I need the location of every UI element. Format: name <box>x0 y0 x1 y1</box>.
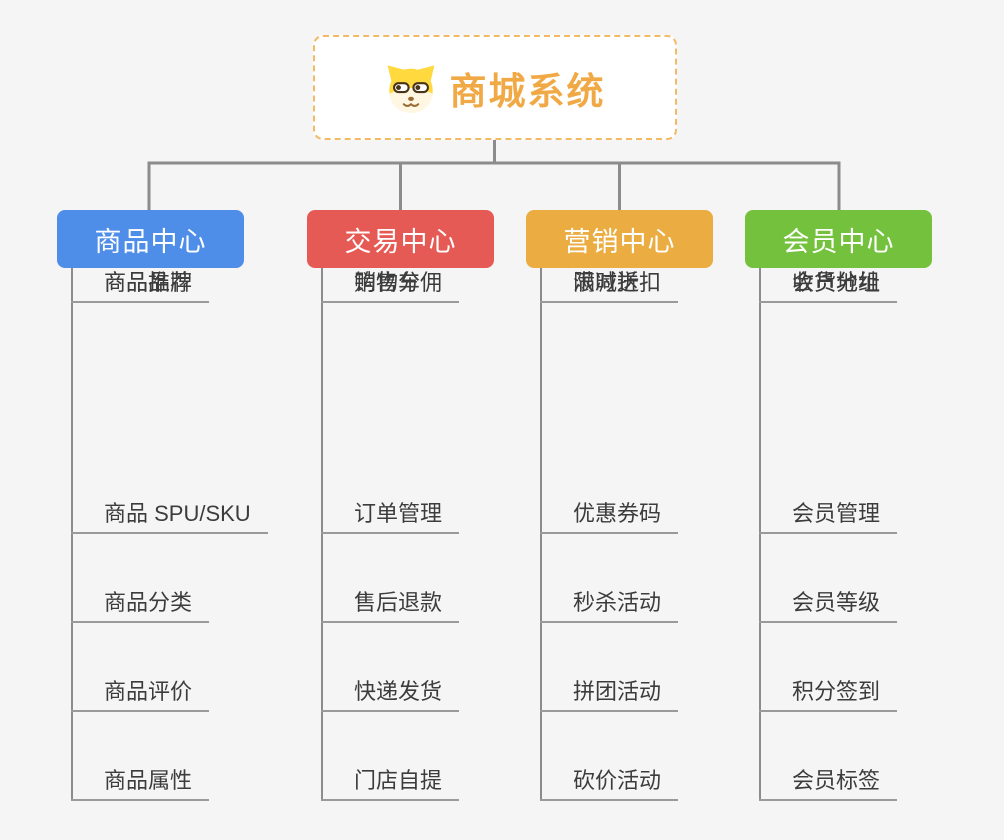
child-item[interactable]: 积分签到 <box>759 677 898 712</box>
child-item[interactable]: 砍价活动 <box>540 766 679 801</box>
child-item[interactable]: 销售分佣 <box>321 268 460 303</box>
branch-line <box>321 268 323 800</box>
child-item[interactable]: 会员管理 <box>759 499 898 534</box>
child-item[interactable]: 优惠券码 <box>540 499 679 534</box>
child-item[interactable]: 快递发货 <box>321 677 460 712</box>
branch-line <box>71 268 73 800</box>
branch-line <box>540 268 542 800</box>
child-item[interactable]: 商品评价 <box>71 677 210 712</box>
child-item[interactable]: 会员等级 <box>759 588 898 623</box>
root-node[interactable]: 商城系统 <box>313 35 677 140</box>
child-item[interactable]: 商品 SPU/SKU <box>71 499 268 534</box>
child-item[interactable]: 拼团活动 <box>540 677 679 712</box>
branch-header-product[interactable]: 商品中心 <box>57 210 244 268</box>
branch-header-marketing[interactable]: 营销中心 <box>526 210 713 268</box>
child-item[interactable]: 满减送 <box>540 268 657 303</box>
child-item[interactable]: 会员标签 <box>759 766 898 801</box>
child-item[interactable]: 商品品牌 <box>71 268 210 303</box>
child-item[interactable]: 订单管理 <box>321 499 460 534</box>
branch-line <box>759 268 761 800</box>
child-item[interactable]: 售后退款 <box>321 588 460 623</box>
child-item[interactable]: 收货地址 <box>759 268 898 303</box>
branch-member-center: 会员中心 会员管理 会员等级 积分签到 会员标签 会员分组 收货地址 <box>745 210 932 810</box>
branch-header-trade[interactable]: 交易中心 <box>307 210 494 268</box>
child-item[interactable]: 限时折扣 <box>540 268 679 303</box>
branch-product-center: 商品中心 商品 SPU/SKU 商品分类 商品评价 商品属性 商品推荐 商品品牌 <box>57 210 268 810</box>
branch-marketing-center: 营销中心 优惠券码 秒杀活动 拼团活动 砍价活动 限时折扣 满减送 <box>526 210 713 810</box>
child-item[interactable]: 商品属性 <box>71 766 210 801</box>
doge-icon <box>387 64 434 113</box>
child-item[interactable]: 商品分类 <box>71 588 210 623</box>
child-item[interactable]: 门店自提 <box>321 766 460 801</box>
root-title: 商城系统 <box>449 70 606 112</box>
branch-trade-center: 交易中心 订单管理 售后退款 快递发货 门店自提 购物车 销售分佣 <box>307 210 494 810</box>
child-item[interactable]: 秒杀活动 <box>540 588 679 623</box>
branch-header-member[interactable]: 会员中心 <box>745 210 932 268</box>
